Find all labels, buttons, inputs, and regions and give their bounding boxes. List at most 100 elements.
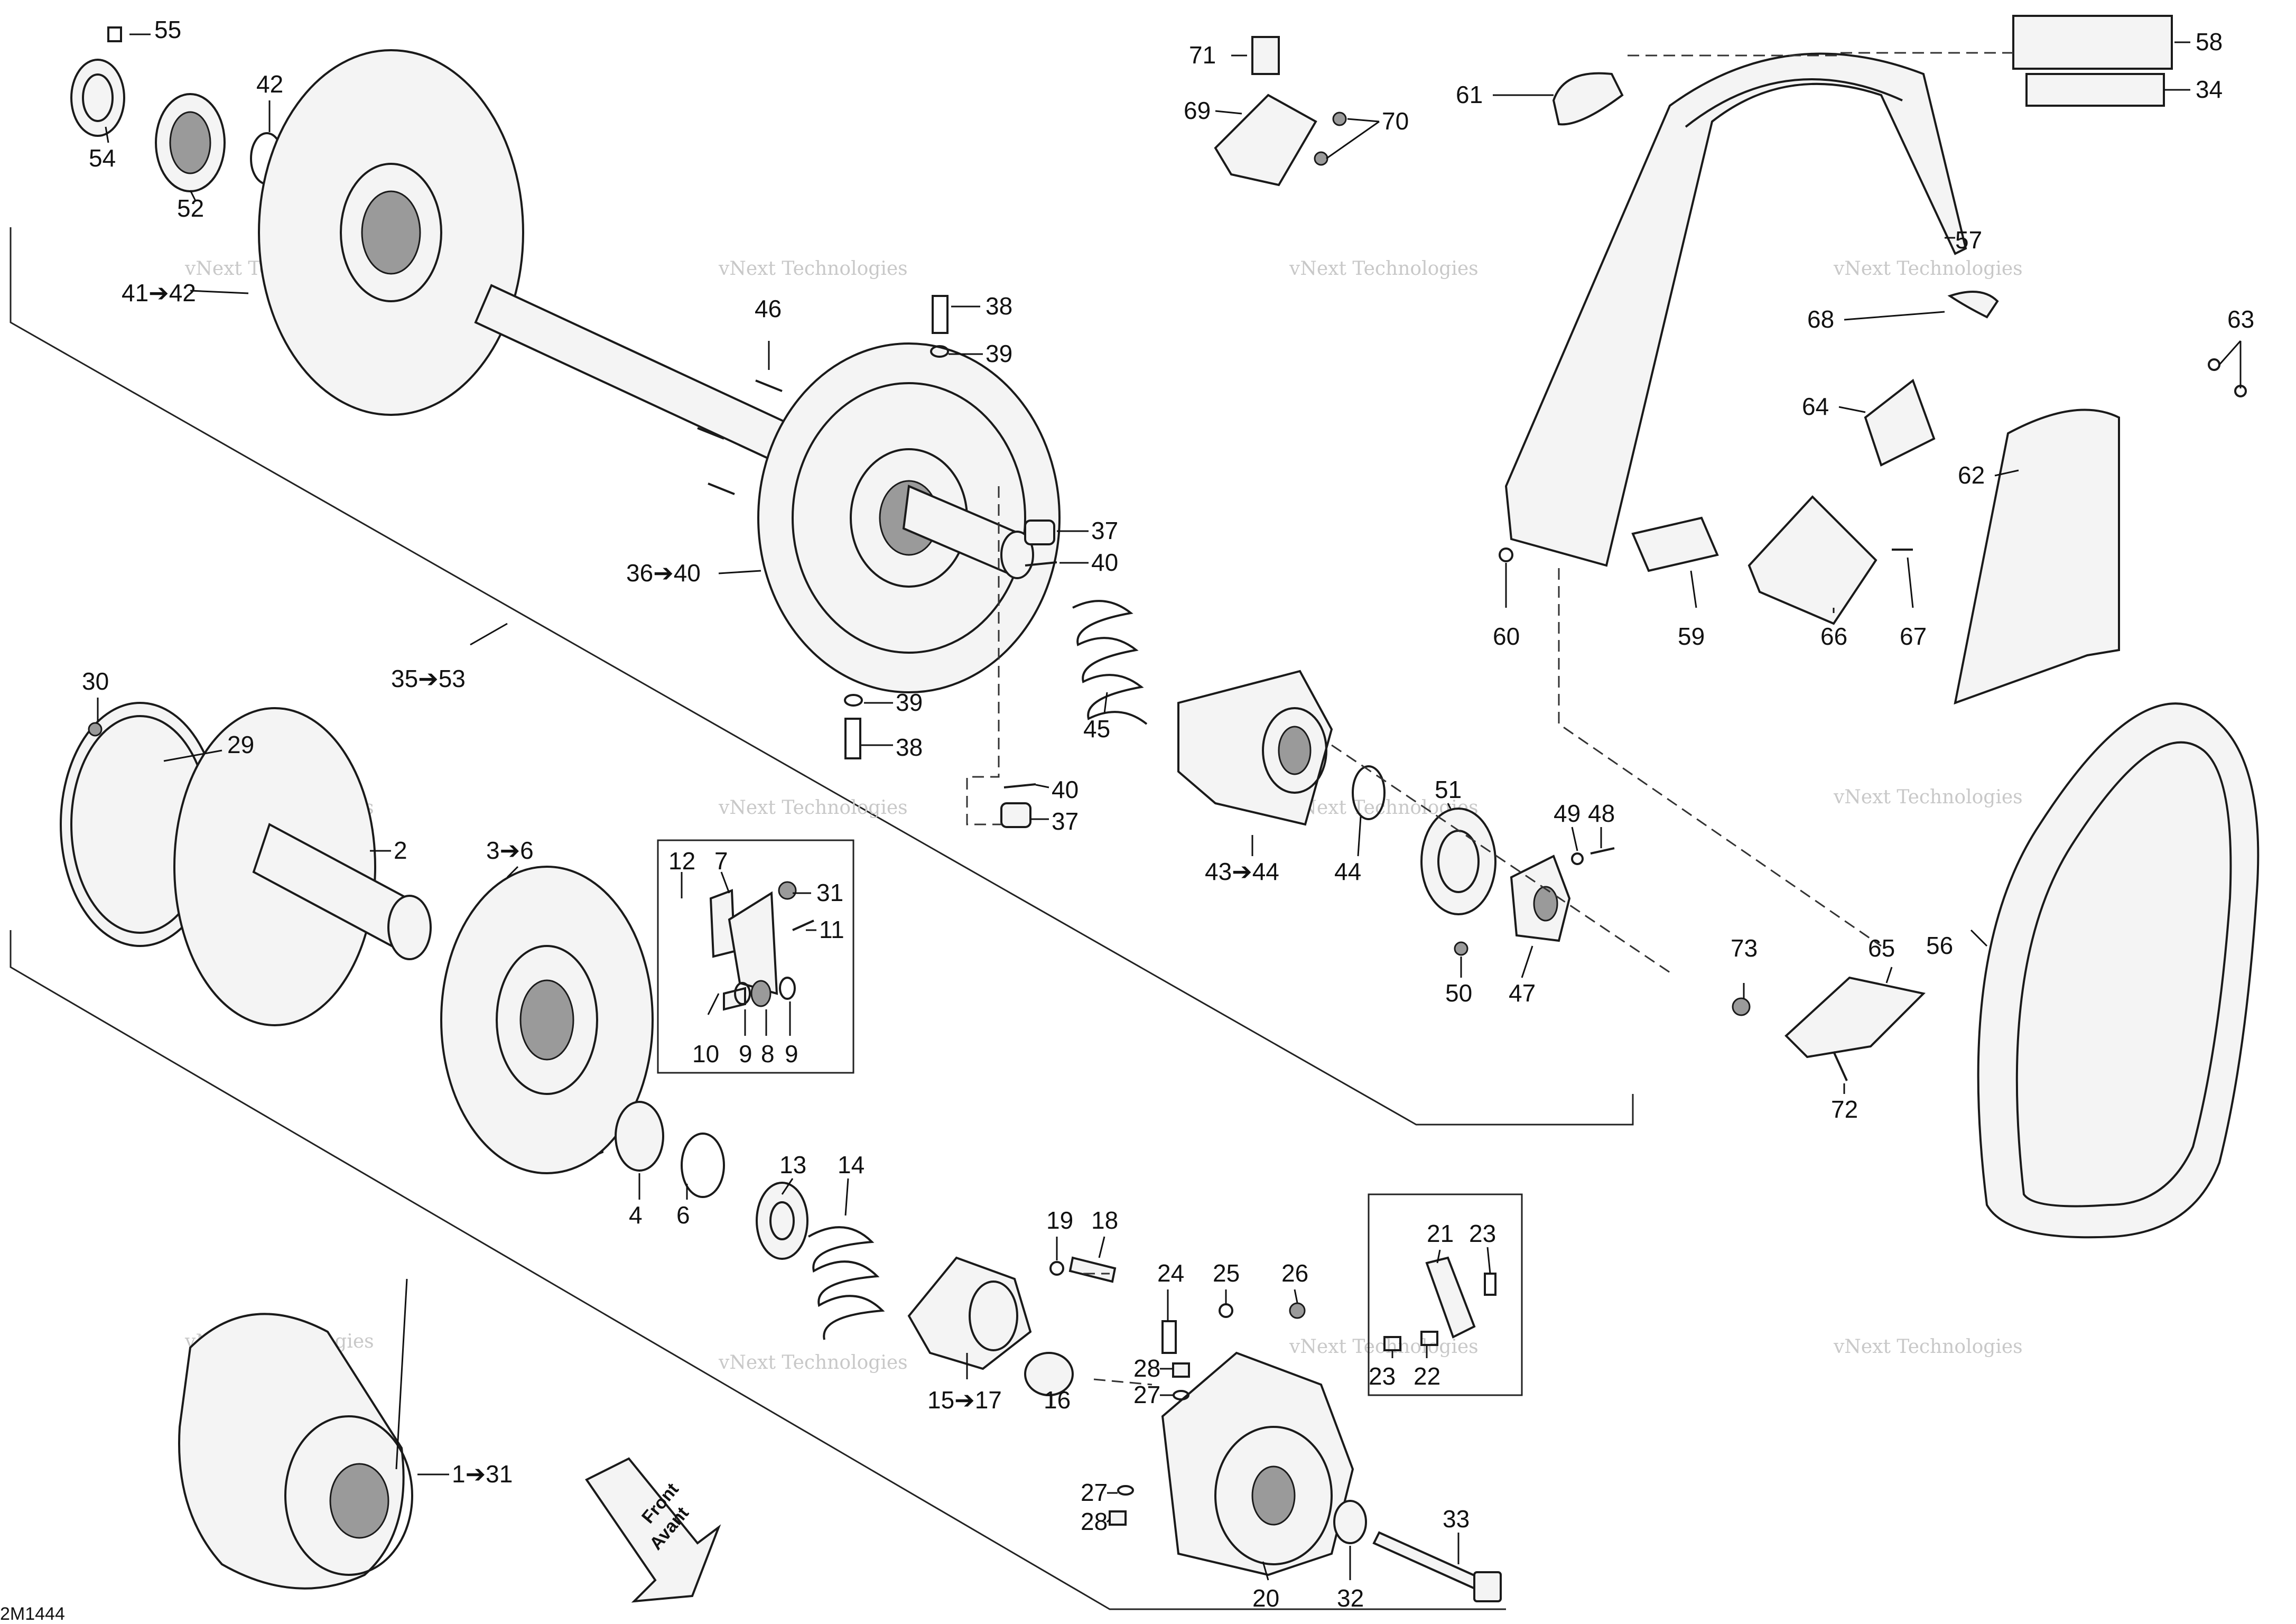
callout-51: 51 xyxy=(1435,776,1462,803)
pin-11 xyxy=(792,920,814,931)
drive-pulley-group xyxy=(60,702,432,1026)
screw-23b xyxy=(1383,1336,1401,1351)
callout-47: 47 xyxy=(1509,979,1536,1007)
callout-40b: 40 xyxy=(1052,776,1079,803)
callout-45: 45 xyxy=(1083,715,1110,743)
callout-57: 57 xyxy=(1955,226,1982,254)
callout-70: 70 xyxy=(1382,107,1409,135)
svg-text:vNext Technologies: vNext Technologies xyxy=(1833,786,2023,808)
cup-13 xyxy=(756,1182,808,1260)
callout-58: 58 xyxy=(2196,28,2223,55)
callout-39b: 39 xyxy=(896,689,923,716)
washer-25 xyxy=(1219,1303,1233,1318)
leader-lines xyxy=(97,33,2242,1581)
nut-73 xyxy=(1732,997,1751,1016)
pad-28a xyxy=(1172,1362,1190,1378)
callout-73: 73 xyxy=(1731,934,1758,962)
callout-37b: 37 xyxy=(1052,808,1079,835)
spring-27b xyxy=(1117,1485,1134,1496)
washer-49 xyxy=(1571,852,1584,865)
svg-text:vNext Technologies: vNext Technologies xyxy=(1833,1336,2023,1358)
callout-10: 10 xyxy=(692,1040,719,1068)
cover-62 xyxy=(1954,409,2120,705)
callout-66: 66 xyxy=(1820,623,1847,650)
callout-13: 13 xyxy=(779,1151,806,1178)
callout-20: 20 xyxy=(1252,1584,1279,1612)
nut-26 xyxy=(1289,1302,1306,1319)
svg-text:vNext Technologies: vNext Technologies xyxy=(718,258,908,280)
inset-box-7-12 xyxy=(657,839,854,1074)
label-34 xyxy=(2025,73,2165,107)
callout-25: 25 xyxy=(1213,1259,1240,1287)
inset-box-21-23 xyxy=(1368,1193,1523,1396)
bracket-65 xyxy=(1784,976,1926,1059)
callout-55: 55 xyxy=(154,16,181,43)
clip-68 xyxy=(1947,291,1999,319)
callout-42: 42 xyxy=(256,70,283,98)
callout-38a: 38 xyxy=(986,292,1012,320)
nut-70a xyxy=(1332,112,1347,126)
callout-26: 26 xyxy=(1281,1259,1308,1287)
washer-60 xyxy=(1499,547,1513,562)
callout-38b: 38 xyxy=(896,734,923,761)
callout-27a: 27 xyxy=(1133,1381,1160,1408)
callout-27b: 27 xyxy=(1081,1479,1108,1506)
pin-40b xyxy=(1003,783,1036,788)
washer-51 xyxy=(1420,808,1496,915)
callout-72: 72 xyxy=(1831,1096,1858,1123)
callout-23b: 23 xyxy=(1369,1362,1396,1390)
bracket-66 xyxy=(1747,495,1877,625)
callout-71: 71 xyxy=(1189,41,1216,69)
bolt-30 xyxy=(88,722,103,737)
slider-37b xyxy=(1000,802,1031,828)
callout-18: 18 xyxy=(1091,1207,1118,1234)
bushing-4 xyxy=(615,1101,664,1172)
housing-group xyxy=(1083,1273,1502,1602)
screw-23a xyxy=(1484,1273,1496,1296)
washer-9a xyxy=(734,982,751,1005)
oring-39a xyxy=(930,345,949,358)
callout-9a: 9 xyxy=(739,1040,752,1068)
bolt-18 xyxy=(1068,1256,1117,1283)
front-direction-arrow: Front Avant xyxy=(585,1457,721,1603)
callout-32: 32 xyxy=(1337,1584,1364,1612)
callout-54: 54 xyxy=(89,144,116,172)
pin-40a xyxy=(1025,561,1057,567)
callout-65: 65 xyxy=(1868,934,1895,962)
spring-45 xyxy=(1072,600,1148,725)
washer-32 xyxy=(1333,1500,1367,1544)
svg-text:vNext Technologies: vNext Technologies xyxy=(1833,258,2023,280)
callout-8: 8 xyxy=(761,1040,775,1068)
callout-2: 2 xyxy=(394,837,407,864)
circlip-6 xyxy=(681,1133,725,1198)
callout-67: 67 xyxy=(1900,623,1927,650)
bolt-63a xyxy=(2208,358,2220,371)
callout-7: 7 xyxy=(714,847,728,875)
callout-11: 11 xyxy=(819,916,844,943)
callout-24: 24 xyxy=(1157,1259,1184,1287)
callout-3-6: 3➔6 xyxy=(486,837,534,864)
belt-56 xyxy=(1977,702,2260,1239)
spring-cam-group xyxy=(1072,600,1670,973)
callout-68: 68 xyxy=(1807,305,1834,333)
complete-clutch-assembly xyxy=(178,1278,413,1590)
callout-52: 52 xyxy=(177,194,204,222)
bolt-33 xyxy=(1372,1531,1486,1592)
callout-6: 6 xyxy=(676,1201,690,1229)
callout-16: 16 xyxy=(1044,1386,1071,1414)
callout-49: 49 xyxy=(1554,800,1581,827)
assembly-frame-lines xyxy=(10,227,1634,1610)
callout-28a: 28 xyxy=(1133,1354,1160,1382)
callout-63: 63 xyxy=(2227,305,2254,333)
oring-39b xyxy=(844,694,863,707)
callout-31: 31 xyxy=(816,879,843,906)
guard-57 xyxy=(1504,52,1967,567)
callout-50: 50 xyxy=(1445,979,1472,1007)
bolt-72 xyxy=(1833,1051,1848,1081)
cap-55 xyxy=(107,26,122,42)
bolt-38a xyxy=(932,295,949,334)
bracket-65-group xyxy=(1732,976,1926,1081)
circlip-44 xyxy=(1352,765,1386,820)
washer-19 xyxy=(1049,1261,1064,1276)
